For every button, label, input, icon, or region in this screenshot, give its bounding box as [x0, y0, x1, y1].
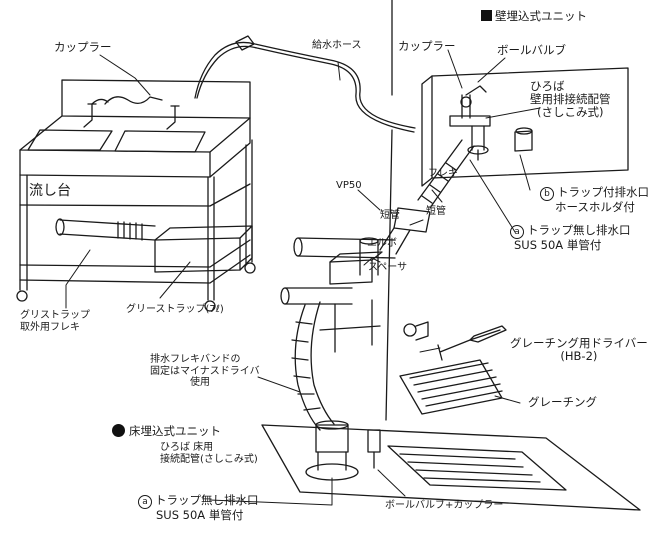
wall-edge-line [385, 0, 393, 421]
leader-lines [65, 49, 541, 506]
wall-unit-title: 壁埋込式ユニット [481, 9, 587, 23]
grating-label: グレーチング [528, 395, 597, 409]
black-circle-bullet-icon [112, 424, 125, 437]
supply-hose-label: 給水ホース [312, 40, 362, 51]
grease-trap-label: グリーストラップ(7ℓ) [126, 304, 224, 315]
ball-valve-label: ボールバルブ [497, 43, 566, 57]
sink-label: 流し台 [29, 183, 71, 199]
drain-pipe-drawing [280, 139, 475, 481]
wall-connection-pipe-label: ひろば 壁用排接続配管 (さしこみ式) [530, 79, 611, 120]
floor-unit-title: 床埋込式ユニット [112, 424, 221, 438]
floor-outline [261, 424, 641, 511]
short-pipe-label-1: 短管 [380, 210, 400, 221]
vp50-label: VP50 [336, 180, 362, 191]
floor-connection-pipe-label: ひろば 床用 接続配管(さしこみ式) [160, 442, 258, 465]
spacer-label: スペーサ [368, 262, 408, 273]
band-fix-note: 排水フレキバンドの 固定はマイナスドライバ 使用 [150, 354, 260, 388]
flexible-label: フレキ [428, 168, 458, 179]
short-pipe-label-2: 短管 [426, 206, 446, 217]
sink-drawing [16, 79, 256, 312]
ball-valve-coupler-label: ボールバルブ+カップラー [385, 500, 504, 511]
grating-driver-label: グレーチング用ドライバー (HB-2) [510, 336, 648, 364]
coupler-right-label: カップラー [398, 39, 456, 53]
black-square-bullet-icon [481, 10, 492, 21]
coupler-left-label: カップラー [54, 40, 112, 54]
grating-driver-drawing [403, 321, 507, 361]
grating-drawing [399, 359, 503, 415]
elbow-label: エルボ [367, 238, 397, 249]
grease-trap-flex-label: グリストラップ 取外用フレキ [20, 310, 90, 333]
wall-unit-drawing [421, 67, 629, 187]
supply-hose-drawing [194, 41, 416, 129]
